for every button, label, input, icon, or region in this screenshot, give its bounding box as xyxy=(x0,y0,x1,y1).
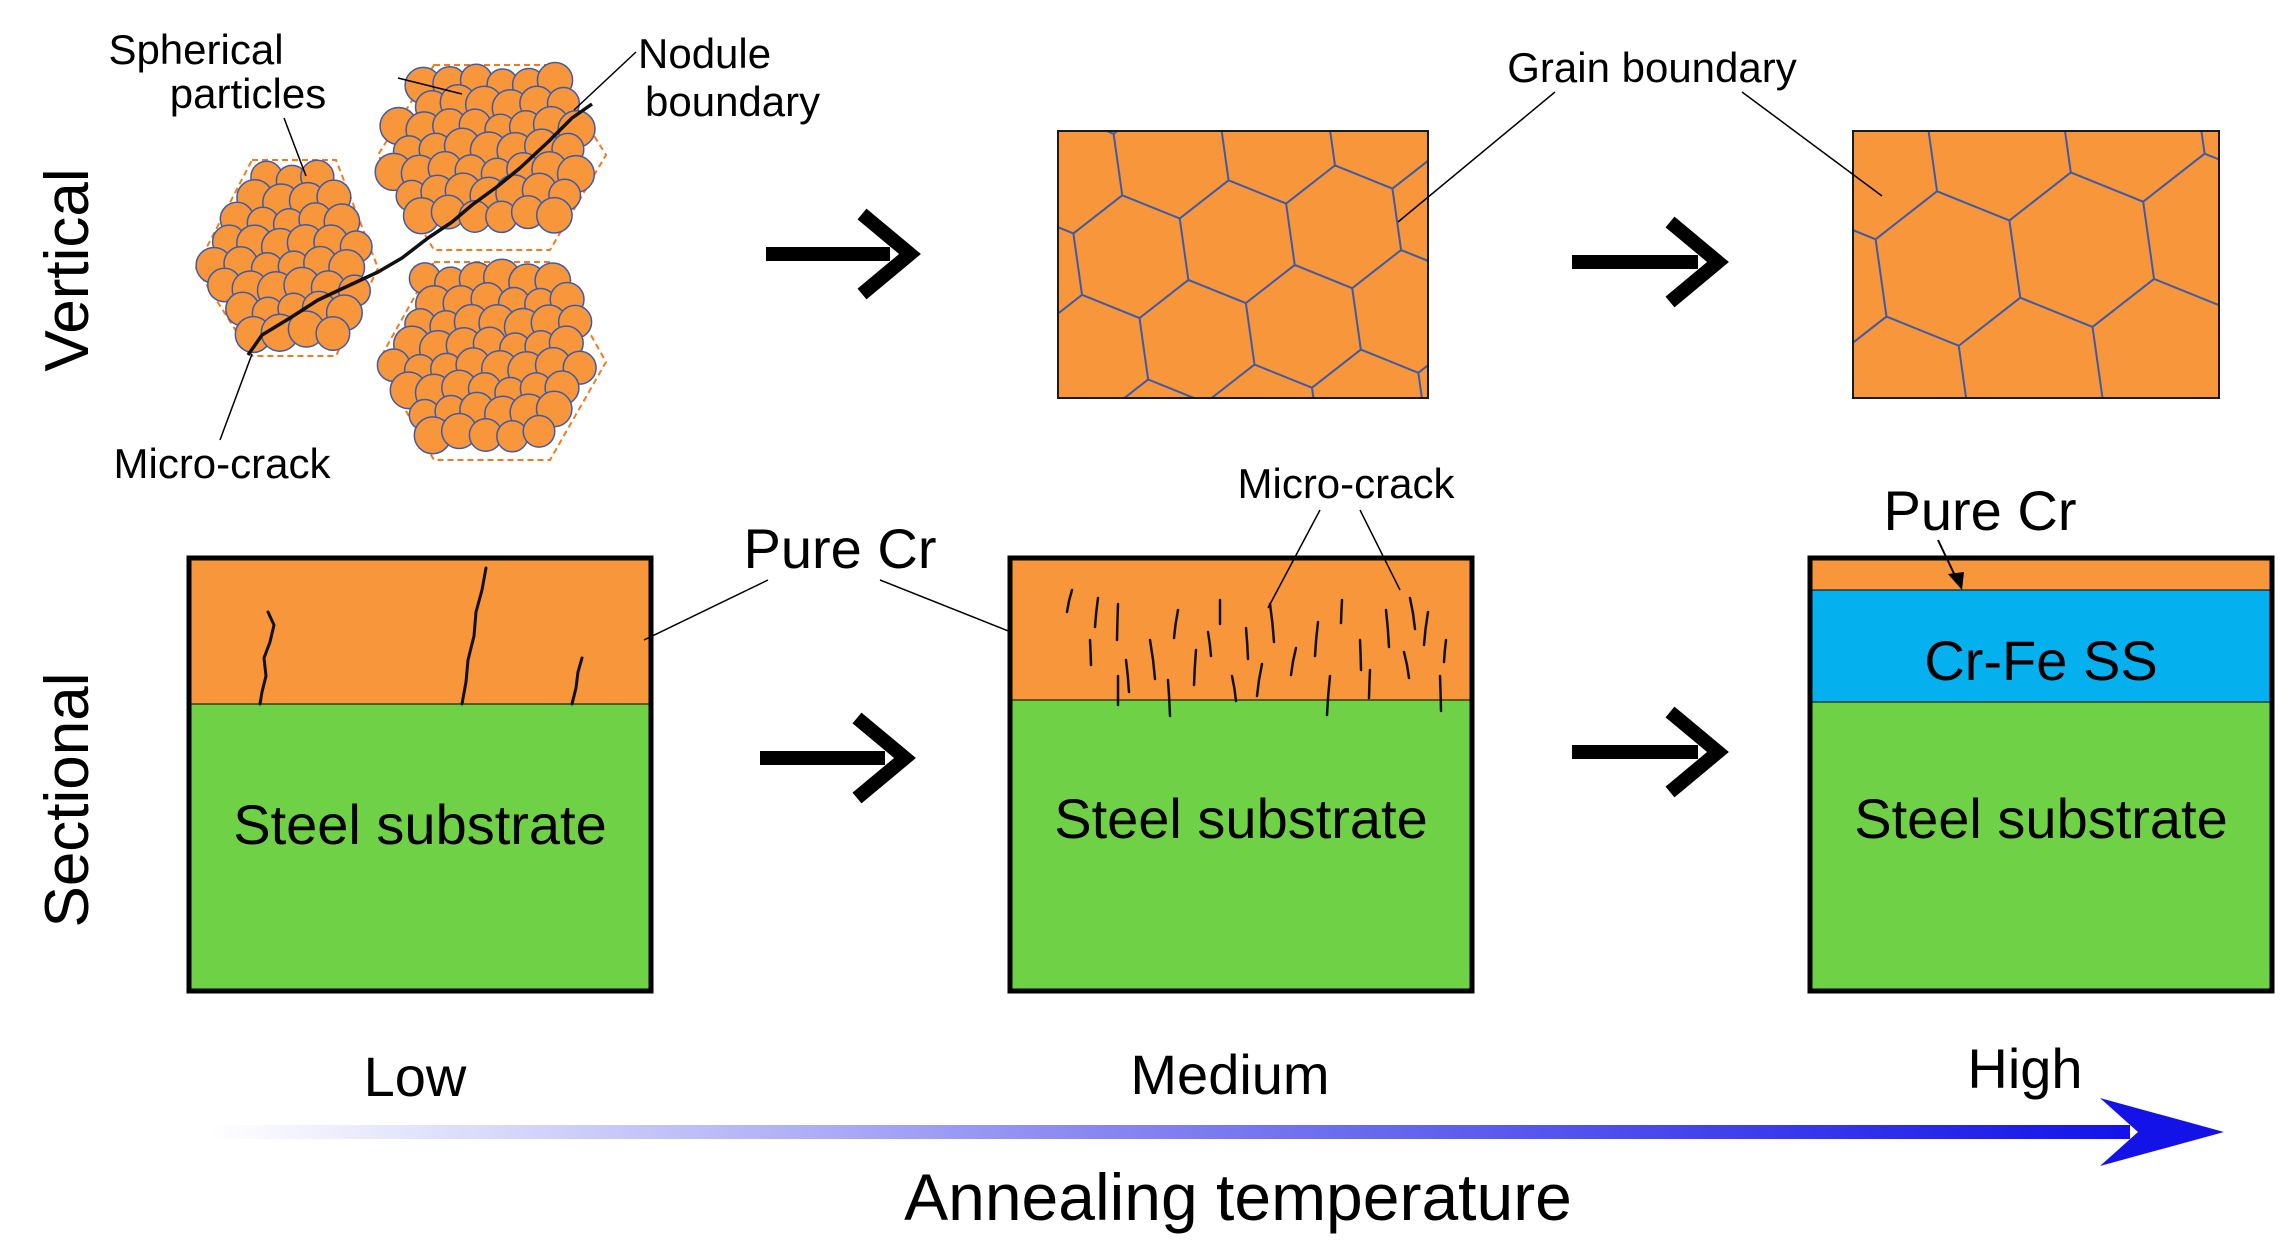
micro-crack-segment xyxy=(1313,620,1320,658)
temperature-medium-label: Medium xyxy=(1130,1043,1329,1106)
micro-crack-segment xyxy=(1244,626,1250,661)
micro-crack-segment xyxy=(1408,596,1417,631)
micro-cracks-medium xyxy=(1065,588,1448,718)
temperature-gradient-bar xyxy=(210,1125,2130,1139)
row-label-vertical: Vertical xyxy=(33,168,102,371)
micro-cracks-low xyxy=(258,566,584,706)
temperature-low-label: Low xyxy=(364,1045,467,1108)
temperature-axis-title: Annealing temperature xyxy=(904,1160,1572,1234)
micro-crack-segment xyxy=(1289,646,1298,677)
section-high: Cr-Fe SS Steel substrate xyxy=(1807,555,2275,994)
row-label-sectional: Sectional xyxy=(33,672,102,927)
section-low: Steel substrate xyxy=(186,555,654,994)
micro-crack-segment xyxy=(1166,678,1172,718)
micro-crack-segment xyxy=(1115,602,1120,642)
micro-crack-label-vertical: Micro-crack xyxy=(114,440,332,487)
micro-crack-medium-label: Micro-crack xyxy=(1238,460,1456,507)
pure-cr-low-leader xyxy=(643,579,769,641)
micro-crack-segment xyxy=(1422,610,1430,647)
micro-crack-medium-leader-1 xyxy=(1267,509,1321,609)
grain-boundary-leader-high xyxy=(1741,91,1883,197)
steel-substrate-high-label: Steel substrate xyxy=(1854,787,2228,850)
grain-boundary-label: Grain boundary xyxy=(1507,44,1797,91)
micro-crack-segment xyxy=(1402,650,1411,680)
micro-crack-segment xyxy=(1358,638,1363,672)
grain-structure-high xyxy=(1852,130,2220,399)
cr-fe-ss-label: Cr-Fe SS xyxy=(1924,629,2157,692)
micro-crack-through-nodules xyxy=(246,102,594,357)
micro-crack-segment xyxy=(1206,630,1213,658)
pure-cr-high-label: Pure Cr xyxy=(1884,479,2077,542)
spherical-particles xyxy=(195,61,597,455)
micro-crack-segment xyxy=(1442,638,1448,664)
micro-crack-segment xyxy=(1124,658,1131,694)
micro-crack-segment xyxy=(1339,598,1344,625)
micro-crack-segment xyxy=(1148,638,1157,681)
micro-crack-segment xyxy=(1230,674,1238,703)
micro-crack-segment xyxy=(1192,648,1198,687)
steel-substrate-low-label: Steel substrate xyxy=(233,793,607,856)
temperature-axis xyxy=(210,1098,2224,1166)
micro-crack-segment xyxy=(1093,596,1100,629)
spherical-particles-label-line1: Spherical xyxy=(108,26,283,73)
spherical-particle xyxy=(522,414,556,448)
temperature-arrowhead xyxy=(2100,1098,2224,1166)
spherical-particle xyxy=(315,315,351,352)
spherical-particles-leader-1 xyxy=(397,77,463,95)
steel-substrate-medium-label: Steel substrate xyxy=(1054,787,1428,850)
micro-crack-segment xyxy=(1384,608,1391,649)
pure-cr-low-label: Pure Cr xyxy=(744,517,937,580)
grain-boundary-leader-medium xyxy=(1397,91,1556,223)
arrow-vertical-1 xyxy=(766,208,921,300)
nodule-boundary-leader xyxy=(573,51,637,111)
micro-crack-segment xyxy=(1065,588,1074,614)
micro-crack-segment xyxy=(1367,668,1372,700)
spherical-particles-leader-2 xyxy=(283,117,307,177)
section-medium: Steel substrate xyxy=(1007,555,1475,994)
micro-crack-segment xyxy=(1438,674,1443,713)
grain-structure-medium xyxy=(1057,130,1429,399)
spherical-particles-label-line2: particles xyxy=(170,70,326,117)
micro-crack-segment xyxy=(1255,662,1264,698)
micro-crack-segment xyxy=(1172,608,1180,640)
micro-crack-leader-vertical xyxy=(219,353,253,441)
nodule-boundary-label-line2: boundary xyxy=(645,78,820,125)
grain-boundary-network xyxy=(1853,131,2219,398)
arrow-sectional-2 xyxy=(1572,706,1729,798)
micro-crack-segment xyxy=(1325,674,1332,717)
temperature-high-label: High xyxy=(1967,1037,2082,1100)
pure-cr-high-leader-head xyxy=(1948,572,1964,590)
micro-crack-medium-leader-2 xyxy=(1359,509,1401,591)
spherical-particle xyxy=(535,196,573,234)
nodule-cluster xyxy=(194,61,608,461)
nodule-boundary-label-line1: Nodule xyxy=(638,30,771,77)
arrow-sectional-1 xyxy=(760,712,916,804)
arrow-vertical-2 xyxy=(1572,216,1729,308)
spherical-particle xyxy=(496,420,529,453)
micro-crack-segment xyxy=(1088,638,1093,667)
micro-crack-segment xyxy=(1268,602,1276,644)
grain-boundary-network xyxy=(1058,131,1428,398)
